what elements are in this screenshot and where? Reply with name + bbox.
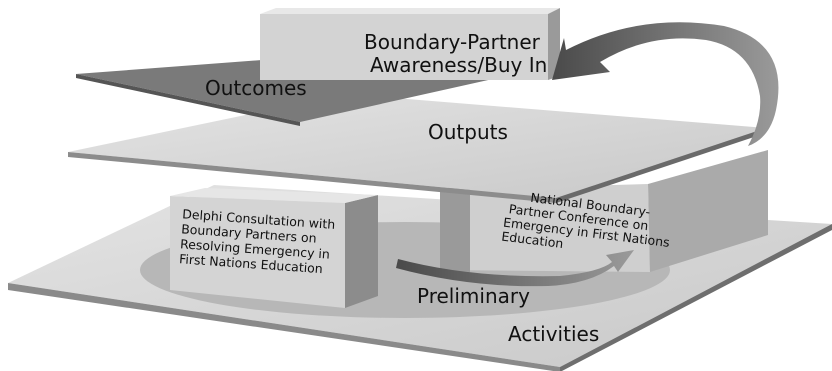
awareness-box [260, 8, 560, 80]
curved-arrow-bottom [396, 250, 634, 287]
outcomes-label: Outcomes [205, 76, 307, 100]
awareness-line-2: Awareness/Buy In [370, 53, 547, 77]
preliminary-label: Preliminary [417, 284, 530, 308]
delphi-box [170, 188, 378, 308]
awareness-line-1: Boundary-Partner [364, 30, 541, 54]
outputs-layer [68, 94, 766, 203]
outputs-label: Outputs [428, 120, 508, 144]
curved-arrow-top [552, 22, 779, 146]
activities-label: Activities [508, 322, 599, 346]
conference-box [440, 150, 768, 272]
